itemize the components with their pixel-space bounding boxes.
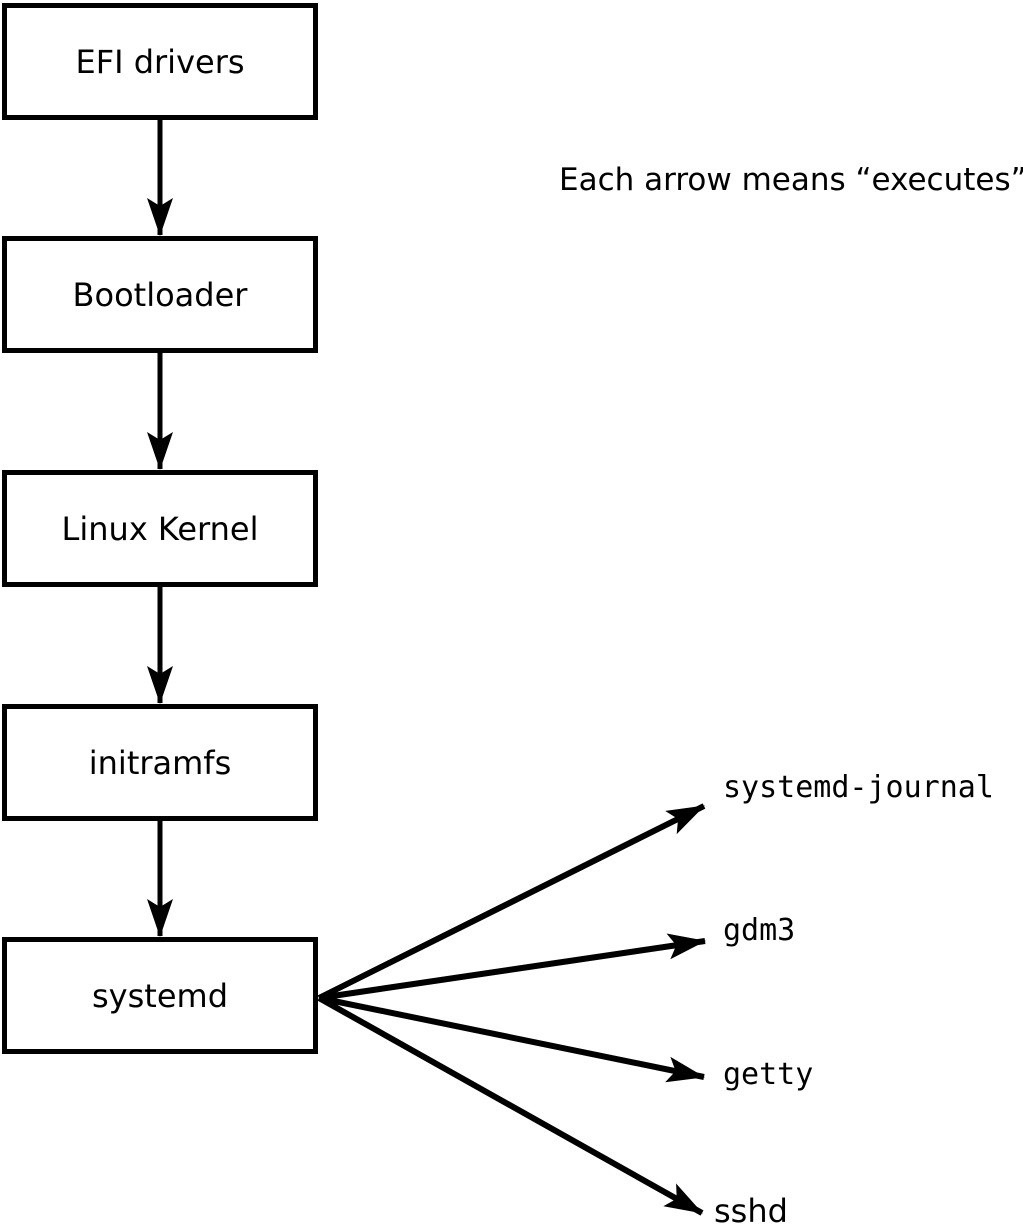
node-systemd: systemd [2,937,318,1054]
node-bootloader: Bootloader [2,236,318,353]
process-label-getty: getty [723,1057,814,1092]
node-efi-drivers: EFI drivers [2,3,318,120]
arrow-systemd-to-sshd [317,995,704,1216]
node-initramfs: initramfs [2,704,318,821]
node-efi-drivers-label: EFI drivers [75,42,245,81]
arrow-systemd-to-gdm3 [318,933,706,1001]
node-initramfs-label: initramfs [88,743,232,782]
arrow-systemd-to-getty [318,995,705,1083]
process-label-systemd-journal: systemd-journal [723,770,994,805]
caption-arrow-meaning: Each arrow means “executes”. [559,162,1023,198]
process-label-gdm3: gdm3 [723,913,796,948]
node-bootloader-label: Bootloader [72,275,248,314]
arrow-systemd-to-systemd-journal [317,803,706,1001]
process-label-sshd: sshd [714,1192,788,1230]
node-linux-kernel-label: Linux Kernel [61,509,259,548]
node-systemd-label: systemd [92,976,228,1015]
node-linux-kernel: Linux Kernel [2,470,318,587]
